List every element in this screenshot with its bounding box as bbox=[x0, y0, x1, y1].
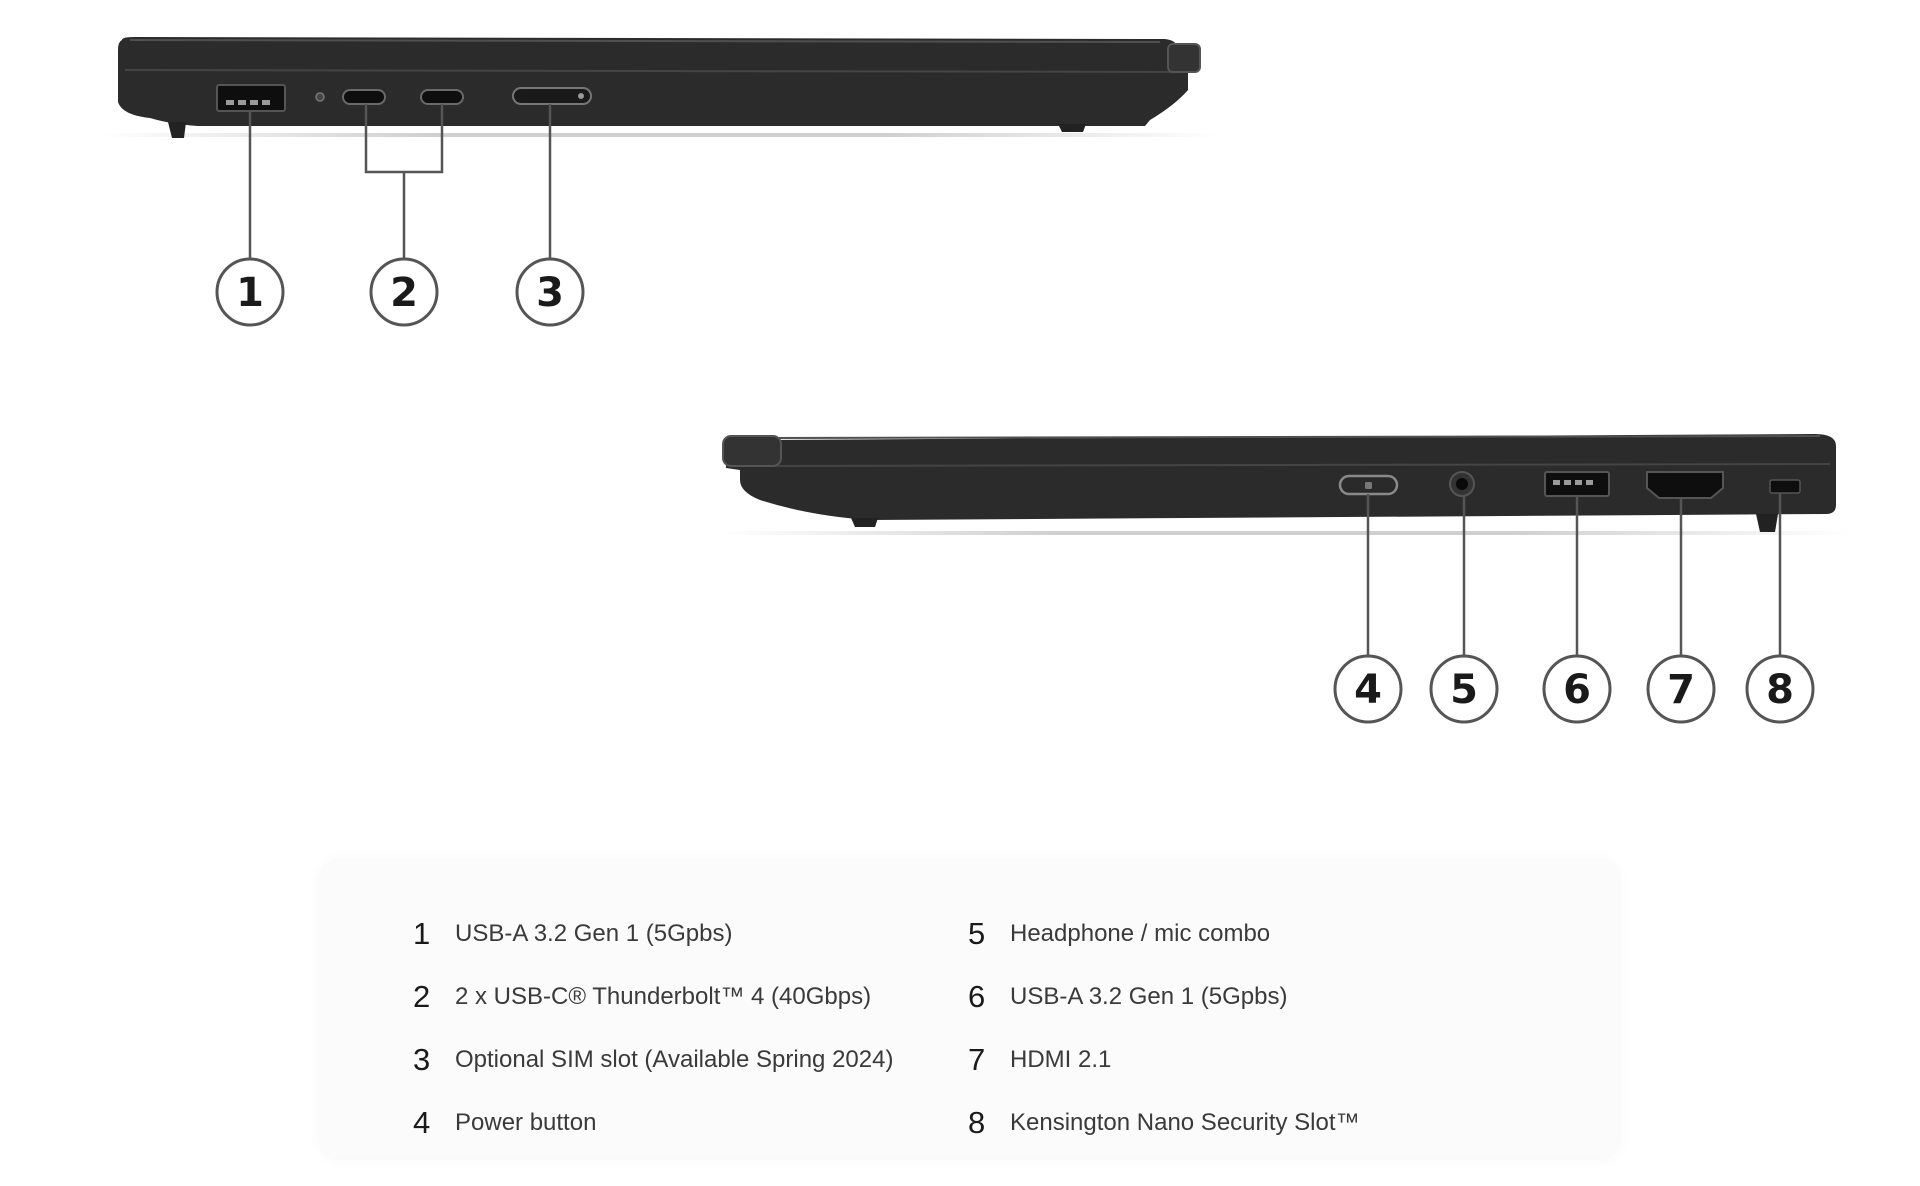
sim-slot bbox=[512, 87, 592, 105]
callout-3: 3 bbox=[515, 257, 585, 327]
callout-7: 7 bbox=[1646, 654, 1716, 724]
callout-number: 2 bbox=[390, 270, 418, 316]
callout-8: 8 bbox=[1745, 654, 1815, 724]
legend-column-right: 5 Headphone / mic combo 6 USB-A 3.2 Gen … bbox=[968, 902, 1360, 1154]
legend-item-label: Optional SIM slot (Available Spring 2024… bbox=[455, 1045, 894, 1073]
leader-lines-right bbox=[1366, 493, 1782, 656]
callout-number: 8 bbox=[1766, 667, 1794, 713]
status-led bbox=[315, 92, 325, 102]
legend-item-number: 8 bbox=[968, 1104, 986, 1140]
legend-item: 4 Power button bbox=[413, 1091, 893, 1154]
hinge bbox=[1167, 43, 1201, 73]
callout-number: 7 bbox=[1667, 667, 1695, 713]
leader-lines-left bbox=[248, 104, 552, 259]
callout-4: 4 bbox=[1333, 654, 1403, 724]
hinge bbox=[722, 435, 782, 467]
foot-rear bbox=[1058, 124, 1086, 132]
headphone-jack bbox=[1449, 471, 1475, 497]
legend-item-label: Kensington Nano Security Slot™ bbox=[1010, 1108, 1360, 1136]
ports-legend: 1 USB-A 3.2 Gen 1 (5Gpbs) 2 2 x USB-C® T… bbox=[321, 861, 1618, 1158]
foot-front bbox=[168, 122, 186, 138]
legend-item-label: Power button bbox=[455, 1108, 597, 1136]
legend-item: 8 Kensington Nano Security Slot™ bbox=[968, 1091, 1360, 1154]
surface-shadow bbox=[720, 531, 1850, 535]
foot-rear bbox=[851, 518, 878, 527]
legend-item-number: 2 bbox=[413, 978, 431, 1014]
laptop-chassis bbox=[118, 37, 1200, 126]
lid-top-highlight bbox=[129, 39, 1161, 43]
callout-2: 2 bbox=[369, 257, 439, 327]
hdmi-port bbox=[1646, 471, 1724, 499]
legend-item-number: 4 bbox=[413, 1104, 431, 1140]
legend-item-number: 3 bbox=[413, 1041, 431, 1077]
legend-item-number: 7 bbox=[968, 1041, 986, 1077]
lid-seam bbox=[749, 463, 1831, 467]
legend-item: 6 USB-A 3.2 Gen 1 (5Gpbs) bbox=[968, 965, 1360, 1028]
laptop-left-side-view: 1 2 3 bbox=[100, 37, 1220, 327]
legend-item-number: 1 bbox=[413, 915, 431, 951]
power-button bbox=[1338, 474, 1399, 496]
legend-item-number: 5 bbox=[968, 915, 986, 951]
foot-front bbox=[1756, 514, 1778, 532]
legend-item-label: 2 x USB-C® Thunderbolt™ 4 (40Gbps) bbox=[455, 982, 872, 1010]
legend-item-label: Headphone / mic combo bbox=[1010, 919, 1271, 947]
callout-number: 5 bbox=[1450, 667, 1478, 713]
port-usb-c-1 bbox=[342, 89, 386, 105]
legend-item: 1 USB-A 3.2 Gen 1 (5Gpbs) bbox=[413, 902, 893, 965]
callout-5: 5 bbox=[1429, 654, 1499, 724]
legend-item-label: USB-A 3.2 Gen 1 (5Gpbs) bbox=[1010, 982, 1288, 1010]
callout-6: 6 bbox=[1542, 654, 1612, 724]
laptop-right-side-view: 4 5 6 7 8 bbox=[720, 434, 1850, 724]
legend-item: 2 2 x USB-C® Thunderbolt™ 4 (40Gbps) bbox=[413, 965, 893, 1028]
lid-top-highlight bbox=[769, 435, 1821, 439]
legend-item-label: USB-A 3.2 Gen 1 (5Gpbs) bbox=[455, 919, 733, 947]
surface-shadow bbox=[100, 133, 1220, 137]
port-usb-a-right bbox=[1544, 471, 1610, 497]
callout-number: 1 bbox=[236, 270, 264, 316]
callout-1: 1 bbox=[215, 257, 285, 327]
legend-item: 7 HDMI 2.1 bbox=[968, 1028, 1360, 1091]
legend-item-number: 6 bbox=[968, 978, 986, 1014]
security-slot bbox=[1769, 479, 1801, 494]
legend-item-label: HDMI 2.1 bbox=[1010, 1045, 1112, 1073]
legend-item: 5 Headphone / mic combo bbox=[968, 902, 1360, 965]
port-usb-a-left bbox=[216, 84, 286, 112]
port-usb-c-2 bbox=[420, 89, 464, 105]
callout-number: 6 bbox=[1563, 667, 1591, 713]
laptop-chassis bbox=[726, 434, 1836, 520]
callout-number: 4 bbox=[1354, 667, 1382, 713]
legend-item: 3 Optional SIM slot (Available Spring 20… bbox=[413, 1028, 893, 1091]
lid-seam bbox=[124, 69, 1196, 73]
callout-number: 3 bbox=[536, 270, 564, 316]
legend-column-left: 1 USB-A 3.2 Gen 1 (5Gpbs) 2 2 x USB-C® T… bbox=[413, 902, 893, 1154]
